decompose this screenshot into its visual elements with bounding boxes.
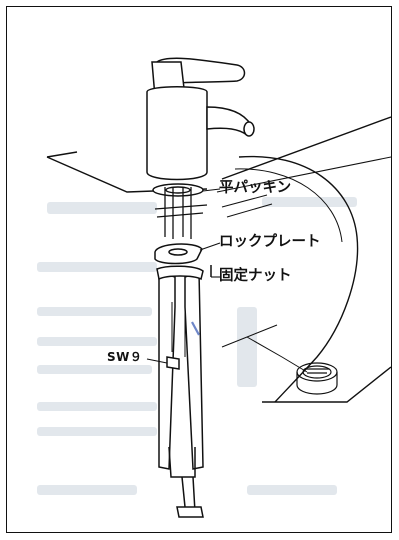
leader-lines [146,188,221,364]
diagram-frame: 平パッキン ロックプレート 固定ナット SW９ [6,6,392,533]
label-fixing-nut: 固定ナット [219,268,292,284]
blue-marker-stroke [191,321,200,336]
faucet-body [146,57,255,181]
sink-basin [221,155,391,403]
label-flat-packing: 平パッキン [219,180,292,196]
lock-plate [154,243,212,277]
mounting-studs [154,187,273,239]
flat-packing [152,183,204,197]
fixing-nut-and-shank [156,265,204,518]
faucet-installation-diagram [37,57,391,518]
faded-background-print [37,197,357,495]
drain [296,362,338,395]
label-sw9: SW９ [107,350,143,364]
label-lock-plate: ロックプレート [219,234,321,250]
